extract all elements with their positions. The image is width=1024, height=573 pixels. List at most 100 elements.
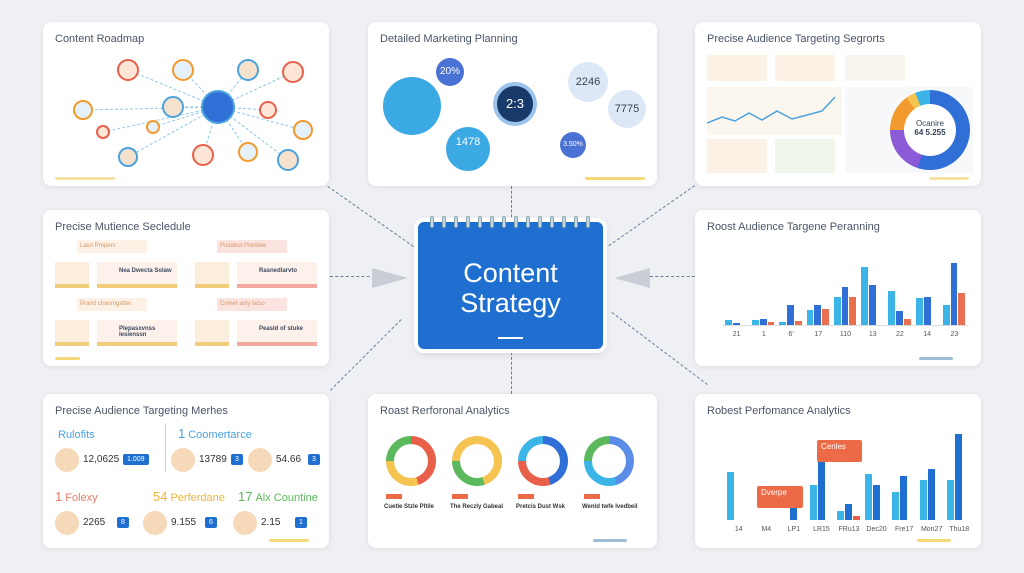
avatar-node[interactable] bbox=[237, 59, 259, 81]
trend-panel bbox=[706, 87, 842, 135]
bar bbox=[759, 319, 767, 325]
avatar bbox=[171, 448, 195, 472]
bar bbox=[752, 320, 759, 325]
bar bbox=[915, 298, 923, 325]
avatar-node[interactable] bbox=[293, 120, 313, 140]
schedule-card[interactable]: Nea Dwecta Solaw bbox=[97, 262, 177, 288]
schedule-heading: Lasn Prnpers bbox=[77, 240, 147, 253]
bar bbox=[845, 504, 852, 520]
connector bbox=[330, 276, 375, 277]
stat-bubble: 2246 bbox=[568, 62, 608, 102]
segment-tile bbox=[707, 55, 767, 81]
avatar-node[interactable] bbox=[96, 125, 110, 139]
donut-label: Ocanire bbox=[915, 119, 944, 128]
avatar-node[interactable] bbox=[282, 61, 304, 83]
ring-icon bbox=[514, 216, 518, 228]
connector bbox=[511, 186, 512, 222]
person-name: Pretcis Dust Wsk bbox=[516, 504, 566, 510]
metric-label: Alx Countine bbox=[255, 492, 318, 504]
avatar-node[interactable] bbox=[201, 90, 235, 124]
metric-prefix: 54 bbox=[153, 489, 168, 504]
bar bbox=[950, 263, 958, 325]
bar bbox=[809, 484, 817, 520]
bar bbox=[817, 458, 825, 520]
metric-pill: 8 bbox=[117, 517, 129, 528]
x-tick-label: FRu13 bbox=[838, 526, 860, 533]
center-title-line2: Strategy bbox=[460, 288, 561, 318]
avatar-node[interactable] bbox=[277, 149, 299, 171]
card-audience-metrics[interactable]: Precise Audience Targeting Merhes Rulofi… bbox=[43, 394, 329, 548]
bar bbox=[955, 433, 963, 520]
avatar-node[interactable] bbox=[259, 101, 277, 119]
arrow-left-icon bbox=[614, 268, 650, 288]
bar bbox=[919, 480, 927, 520]
bar bbox=[767, 322, 775, 325]
bar bbox=[733, 323, 740, 325]
metric-value: 13789 bbox=[199, 454, 227, 465]
bar bbox=[872, 484, 880, 520]
card-title: Precise Mutience Secledule bbox=[55, 221, 191, 233]
bar bbox=[942, 305, 950, 325]
connector bbox=[327, 186, 427, 256]
card-marketing-planning[interactable]: Detailed Marketing Planning 20% 2:3 2246… bbox=[368, 22, 657, 186]
ring-icon bbox=[526, 216, 530, 228]
card-content-roadmap[interactable]: Content Roadmap bbox=[43, 22, 329, 186]
x-tick-label: LP1 bbox=[787, 526, 801, 533]
connector bbox=[611, 312, 708, 386]
x-tick-label: 110 bbox=[839, 331, 852, 338]
illustration bbox=[195, 262, 229, 288]
schedule-card[interactable]: Peasld of stuke bbox=[237, 320, 317, 346]
schedule-card[interactable]: Plepasxvnss lesienssn bbox=[97, 320, 177, 346]
card-audience-segments[interactable]: Precise Audience Targeting Segrorts Ocan… bbox=[695, 22, 981, 186]
bar bbox=[892, 491, 900, 520]
metric-pill: 1 bbox=[295, 517, 307, 528]
x-tick-label: LR15 bbox=[813, 526, 830, 533]
card-personal-analytics[interactable]: Roast Rerforonal Analytics Cuetle Stzle … bbox=[368, 394, 657, 548]
ring-icon bbox=[586, 216, 590, 228]
schedule-heading: Comet anly latso bbox=[217, 298, 287, 311]
x-tick-label: 6' bbox=[788, 331, 794, 338]
metric-value: 2.15 bbox=[261, 517, 281, 528]
avatar-node[interactable] bbox=[192, 144, 214, 166]
segment-tile bbox=[707, 139, 767, 173]
schedule-card[interactable]: Rasnedlarvto bbox=[237, 262, 317, 288]
avatar bbox=[55, 448, 79, 472]
metric-pill: 6 bbox=[205, 517, 217, 528]
content-strategy-notepad: Content Strategy bbox=[418, 216, 603, 349]
badge bbox=[518, 494, 534, 499]
metric-group-header: Rulofits bbox=[55, 426, 95, 441]
ring-icon bbox=[550, 216, 554, 228]
avatar-node[interactable] bbox=[117, 59, 139, 81]
ring-icon bbox=[478, 216, 482, 228]
bar bbox=[822, 309, 829, 325]
avatar-node[interactable] bbox=[162, 96, 184, 118]
footer-bar bbox=[593, 539, 627, 542]
avatar-node[interactable] bbox=[238, 142, 258, 162]
card-title: Robest Perfomance Analytics bbox=[707, 405, 851, 417]
avatar bbox=[55, 511, 79, 535]
metric-label: Folexy bbox=[65, 492, 98, 504]
hub-node: 2:3 bbox=[493, 82, 537, 126]
metric-label: Perferdane bbox=[170, 492, 225, 504]
avatar-node[interactable] bbox=[146, 120, 160, 134]
card-title: Content Roadmap bbox=[55, 33, 145, 45]
badge bbox=[584, 494, 600, 499]
footer-bar bbox=[585, 177, 645, 180]
avatar bbox=[592, 444, 626, 478]
illustration bbox=[55, 262, 89, 288]
ring-icon bbox=[430, 216, 434, 228]
metric-pill: 3 bbox=[231, 454, 243, 465]
badge bbox=[452, 494, 468, 499]
avatar-node[interactable] bbox=[172, 59, 194, 81]
stat-bubble bbox=[383, 77, 441, 135]
card-title: Roost Audience Targene Peranning bbox=[707, 221, 880, 233]
avatar-node[interactable] bbox=[118, 147, 138, 167]
avatar-node[interactable] bbox=[73, 100, 93, 120]
metric-prefix: 17 bbox=[238, 489, 253, 504]
bar bbox=[849, 297, 857, 325]
